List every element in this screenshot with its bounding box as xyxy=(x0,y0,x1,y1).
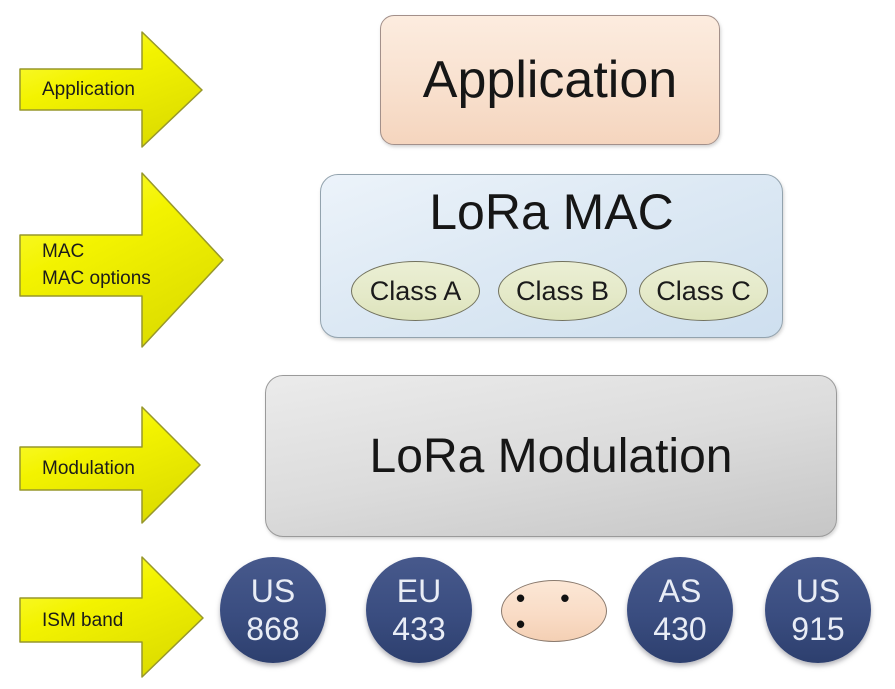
more-bands-ellipse: • • • xyxy=(501,580,607,642)
band-freq: 430 xyxy=(653,611,707,647)
class-c-label: Class C xyxy=(656,275,751,306)
band-region: AS xyxy=(658,573,702,609)
modulation-layer-title: LoRa Modulation xyxy=(369,429,733,483)
modulation-layer-box: LoRa Modulation xyxy=(265,375,837,537)
band-circle-eu-433: EU 433 xyxy=(366,557,472,663)
ism-band-arrow-icon xyxy=(19,556,204,678)
band-circle-as-430: AS 430 xyxy=(627,557,733,663)
class-c-ellipse: Class C xyxy=(639,261,768,321)
class-b-ellipse: Class B xyxy=(498,261,627,321)
arrow-label-line: Modulation xyxy=(42,458,135,479)
band-circle-us-915: US 915 xyxy=(765,557,871,663)
class-a-label: Class A xyxy=(369,275,462,306)
mac-layer-title: LoRa MAC xyxy=(429,184,674,240)
arrow-label-line: Application xyxy=(42,79,135,100)
modulation-arrow-label: Modulation xyxy=(42,447,135,490)
class-b-label: Class B xyxy=(515,275,610,306)
mac-arrow-icon xyxy=(19,172,224,348)
application-layer-box: Application xyxy=(380,15,720,145)
band-freq: 433 xyxy=(392,611,446,647)
band-region: US xyxy=(250,573,296,609)
band-freq: 868 xyxy=(246,611,300,647)
ism-band-arrow-label: ISM band xyxy=(42,598,123,642)
band-circle-us-868: US 868 xyxy=(220,557,326,663)
band-region: EU xyxy=(396,573,442,609)
mac-layer-box: LoRa MAC Class A Class B Class C xyxy=(320,174,783,338)
arrow-label-line: MAC options xyxy=(42,268,151,289)
modulation-arrow-icon xyxy=(19,406,201,524)
mac-arrow-label: MAC MAC options xyxy=(42,233,151,297)
band-region: US xyxy=(795,573,841,609)
arrow-label-line: MAC xyxy=(42,241,85,262)
application-arrow-label: Application xyxy=(42,69,135,110)
ellipsis-dots: • • • xyxy=(516,583,584,639)
arrow-label-line: ISM band xyxy=(42,609,124,631)
band-freq: 915 xyxy=(791,611,845,647)
application-arrow-icon xyxy=(19,31,203,148)
application-layer-title: Application xyxy=(422,51,678,109)
class-a-ellipse: Class A xyxy=(351,261,480,321)
